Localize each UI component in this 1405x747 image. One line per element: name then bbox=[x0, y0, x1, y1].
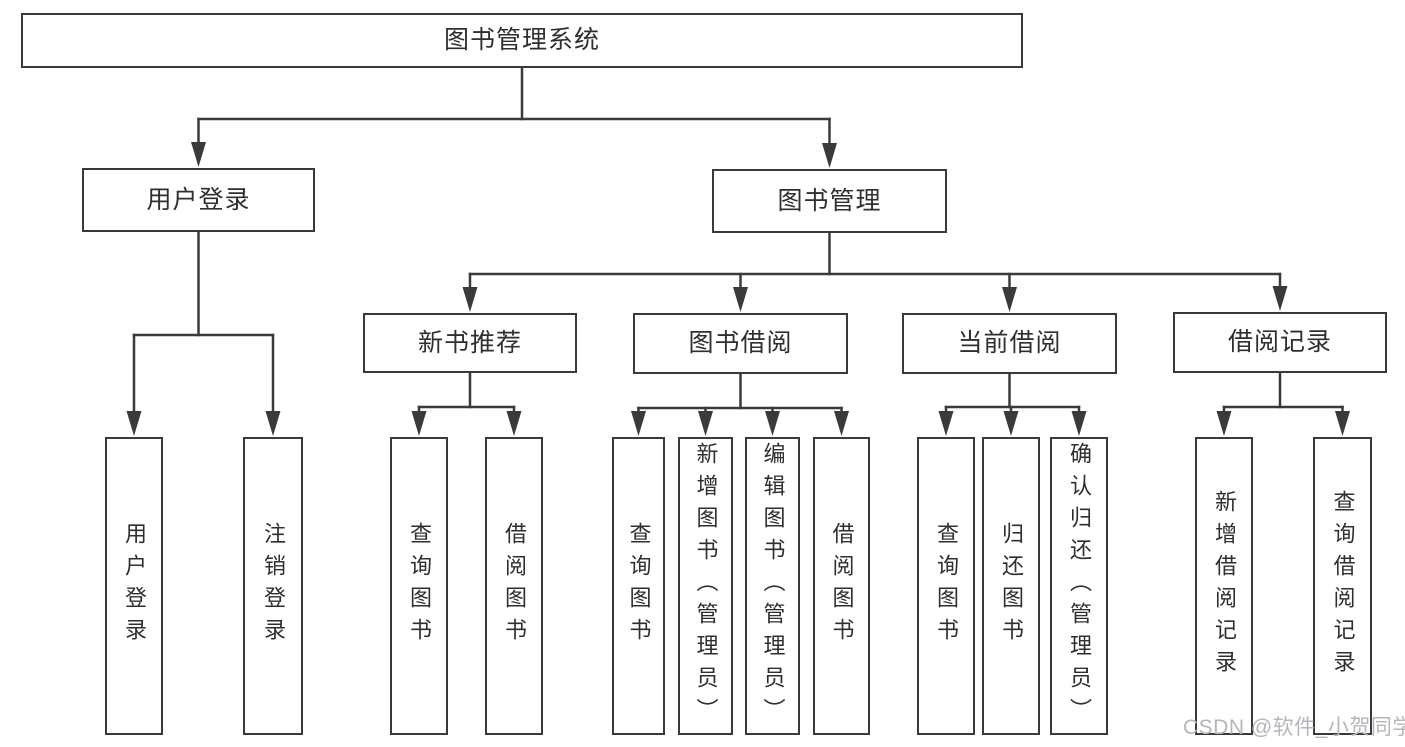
node-label-leaf-query-book-3: 查询图书 bbox=[934, 522, 959, 650]
node-borrow-records: 借阅记录 bbox=[1173, 312, 1387, 373]
arrowhead-to-current-borrow bbox=[1002, 287, 1017, 312]
node-leaf-edit-book: 编辑图书（管理员） bbox=[745, 437, 800, 735]
node-new-rec: 新书推荐 bbox=[363, 313, 577, 373]
node-leaf-user-login: 用户登录 bbox=[105, 437, 163, 735]
node-label-borrow-records: 借阅记录 bbox=[1227, 328, 1332, 356]
arrowhead-to-leaf-logout bbox=[265, 411, 281, 436]
node-label-leaf-query-book-2: 查询图书 bbox=[626, 522, 652, 650]
node-label-leaf-edit-book: 编辑图书（管理员） bbox=[760, 442, 786, 730]
arrowhead-to-leaf-confirm-return bbox=[1071, 411, 1087, 436]
arrowhead-to-leaf-add-record bbox=[1216, 411, 1232, 436]
node-label-leaf-user-login: 用户登录 bbox=[122, 522, 147, 650]
node-label-leaf-add-record: 新增借阅记录 bbox=[1212, 490, 1237, 682]
arrowhead-to-book-mgmt bbox=[822, 143, 837, 168]
arrowhead-to-leaf-edit-book bbox=[765, 411, 780, 436]
node-label-book-mgmt: 图书管理 bbox=[777, 186, 882, 215]
node-label-leaf-borrow-book-1: 借阅图书 bbox=[502, 522, 527, 650]
node-label-current-borrow: 当前借阅 bbox=[957, 329, 1062, 357]
node-leaf-query-book-3: 查询图书 bbox=[917, 437, 975, 735]
arrowhead-to-user-login bbox=[191, 142, 206, 167]
node-label-leaf-borrow-book-2: 借阅图书 bbox=[829, 522, 855, 650]
node-leaf-query-record: 查询借阅记录 bbox=[1313, 437, 1372, 735]
node-leaf-query-book-2: 查询图书 bbox=[612, 437, 665, 735]
node-book-borrow: 图书借阅 bbox=[633, 313, 848, 374]
arrowhead-to-new-rec bbox=[462, 287, 478, 312]
node-leaf-add-record: 新增借阅记录 bbox=[1195, 437, 1253, 735]
node-label-leaf-return-book: 归还图书 bbox=[999, 522, 1024, 650]
node-label-leaf-query-book-1: 查询图书 bbox=[407, 522, 432, 650]
node-label-book-borrow: 图书借阅 bbox=[688, 329, 793, 357]
arrowhead-to-book-borrow bbox=[733, 287, 748, 312]
node-label-leaf-logout: 注销登录 bbox=[261, 522, 286, 650]
node-leaf-borrow-book-2: 借阅图书 bbox=[813, 437, 870, 735]
node-current-borrow: 当前借阅 bbox=[902, 313, 1117, 374]
node-leaf-logout: 注销登录 bbox=[243, 437, 303, 735]
node-label-user-login: 用户登录 bbox=[146, 185, 251, 214]
node-label-new-rec: 新书推荐 bbox=[417, 328, 522, 357]
arrowhead-to-borrow-records bbox=[1272, 286, 1288, 311]
node-root: 图书管理系统 bbox=[21, 13, 1023, 68]
arrowhead-to-leaf-query-book-1 bbox=[411, 411, 427, 436]
arrowhead-to-leaf-user-login bbox=[126, 411, 142, 436]
node-book-mgmt: 图书管理 bbox=[712, 169, 947, 233]
arrowhead-to-leaf-borrow-book-2 bbox=[834, 411, 849, 436]
arrowhead-to-leaf-query-record bbox=[1335, 411, 1350, 436]
node-leaf-confirm-return: 确认归还（管理员） bbox=[1050, 437, 1108, 735]
watermark: CSDN @软件_小贺同学 bbox=[1183, 716, 1405, 739]
node-leaf-query-book-1: 查询图书 bbox=[390, 437, 448, 735]
node-user-login: 用户登录 bbox=[82, 168, 315, 232]
node-label-root: 图书管理系统 bbox=[443, 26, 600, 54]
arrowhead-to-leaf-query-book-3 bbox=[938, 411, 954, 436]
arrowhead-to-leaf-add-book bbox=[698, 411, 713, 436]
node-leaf-borrow-book-1: 借阅图书 bbox=[485, 437, 543, 735]
arrowhead-to-leaf-query-book-2 bbox=[631, 411, 646, 436]
node-leaf-return-book: 归还图书 bbox=[982, 437, 1040, 735]
arrowhead-to-leaf-borrow-book-1 bbox=[506, 411, 522, 436]
node-leaf-add-book: 新增图书（管理员） bbox=[678, 437, 733, 735]
node-label-leaf-add-book: 新增图书（管理员） bbox=[693, 442, 719, 730]
node-label-leaf-confirm-return: 确认归还（管理员） bbox=[1067, 442, 1092, 730]
node-label-leaf-query-record: 查询借阅记录 bbox=[1330, 490, 1356, 682]
arrowhead-to-leaf-return-book bbox=[1003, 411, 1019, 436]
